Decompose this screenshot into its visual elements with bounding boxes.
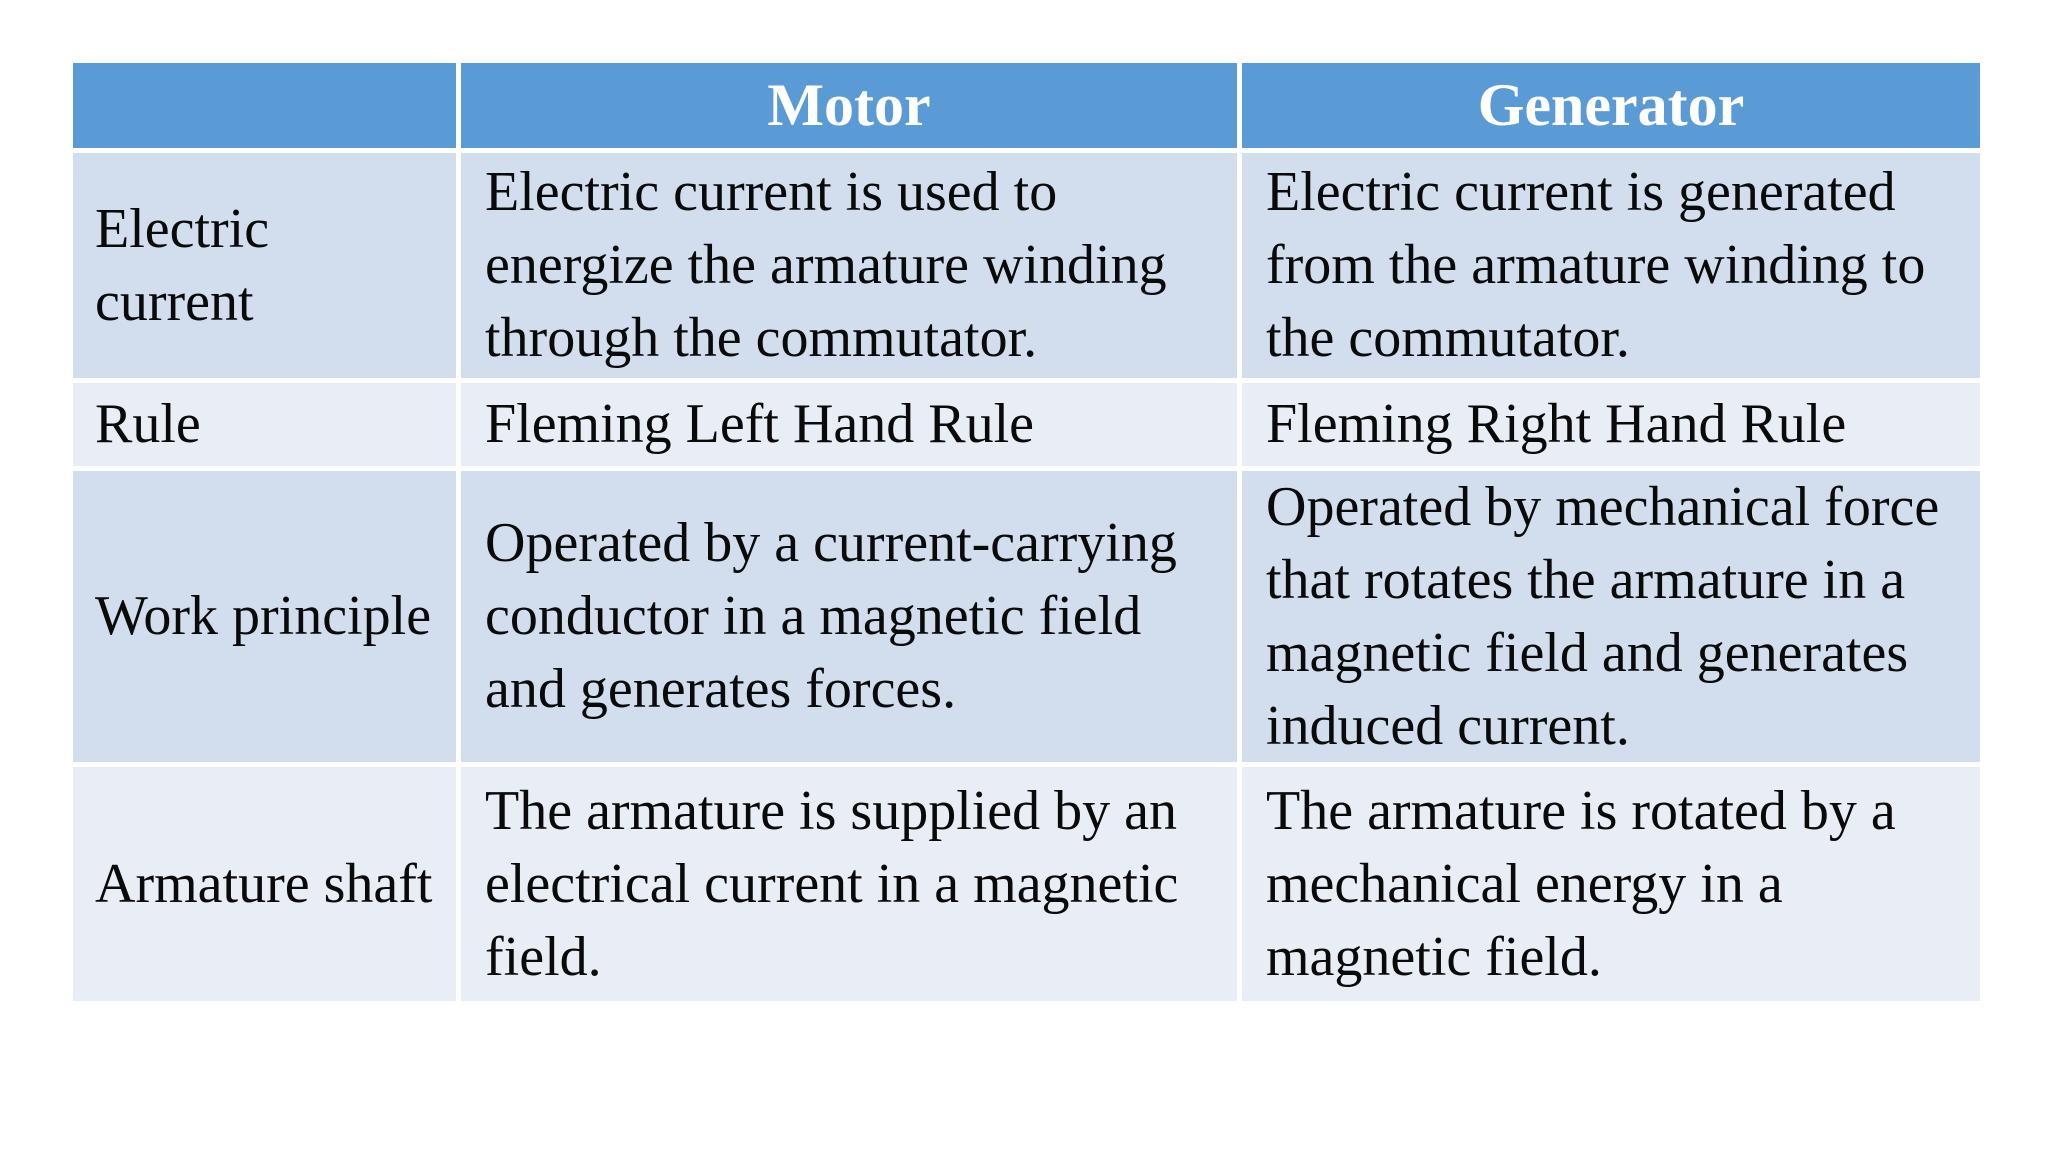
cell-motor-armature-shaft: The armature is supplied by an electrica… <box>461 767 1237 1001</box>
cell-motor-work-principle: Operated by a current-carrying conductor… <box>461 471 1237 762</box>
cell-motor-rule: Fleming Left Hand Rule <box>461 383 1237 466</box>
table-header-empty <box>73 63 456 148</box>
table-header-generator: Generator <box>1242 63 1980 148</box>
row-label-armature-shaft: Armature shaft <box>73 767 456 1001</box>
row-label-electric-current: Electric current <box>73 153 456 378</box>
table-header-motor: Motor <box>461 63 1237 148</box>
row-label-rule: Rule <box>73 383 456 466</box>
motor-generator-comparison-table: Motor Generator Electric current Electri… <box>73 63 1980 1001</box>
cell-generator-work-principle: Operated by mechanical force that rotate… <box>1242 471 1980 762</box>
cell-generator-rule: Fleming Right Hand Rule <box>1242 383 1980 466</box>
cell-motor-electric-current: Electric current is used to energize the… <box>461 153 1237 378</box>
cell-generator-electric-current: Electric current is generated from the a… <box>1242 153 1980 378</box>
row-label-work-principle: Work principle <box>73 471 456 762</box>
cell-generator-armature-shaft: The armature is rotated by a mechanical … <box>1242 767 1980 1001</box>
